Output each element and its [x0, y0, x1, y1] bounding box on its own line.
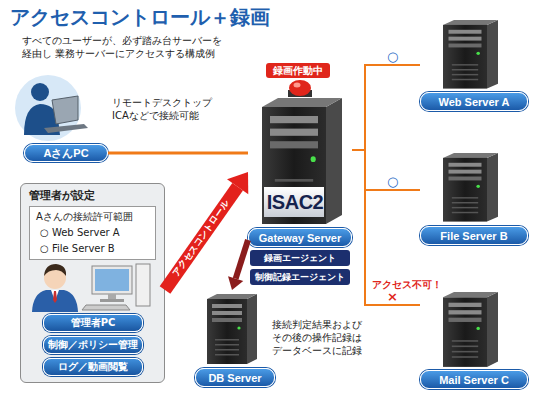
node-text: 録画エージェント — [250, 250, 350, 266]
node-text: Web Server A — [420, 92, 528, 111]
admin-shirt — [51, 290, 59, 301]
monitor-foot — [100, 299, 124, 302]
monitor-screen — [95, 269, 129, 291]
brand-logo: ISAC2 — [262, 189, 328, 215]
db-server-tower — [207, 294, 257, 364]
edge-label: ○ — [387, 174, 398, 189]
web-server-tower — [443, 20, 498, 89]
status-badge: 録画作動中 — [266, 63, 330, 78]
diagram-title: アクセスコントロール＋録画 — [10, 5, 270, 29]
monitor — [92, 266, 132, 294]
node-text: ○ Web Server A — [40, 226, 152, 240]
keyboard — [82, 305, 130, 310]
node-text: File Server B — [420, 226, 528, 245]
node-text: Mail Server C — [420, 370, 528, 389]
server-node: Web Server A — [420, 18, 528, 112]
agent-box: 制御記録エージェント — [250, 269, 350, 285]
menu-pill: 管理者PC — [43, 314, 143, 332]
node-text: Aさんの接続許可範囲 — [36, 210, 154, 224]
monitor-stand — [108, 294, 116, 299]
connector — [352, 65, 420, 150]
edge-label: ○ — [387, 49, 398, 64]
pc-node: AさんPC — [12, 76, 108, 164]
connector — [352, 150, 420, 305]
server-node: Mail Server C — [420, 288, 528, 390]
gateway-server: Gateway Server 録画エージェント制御記録エージェント — [248, 78, 352, 290]
connector-line — [352, 150, 420, 190]
mail-server-tower — [443, 292, 498, 367]
edge-label: アクセスコントロール — [171, 198, 232, 278]
connector — [352, 150, 420, 190]
connector — [228, 240, 248, 290]
connector-line — [236, 240, 248, 279]
connector-line — [352, 150, 420, 305]
admin-tie — [53, 291, 57, 303]
node-text: Gateway Server — [248, 228, 352, 247]
server-node: DB Server — [195, 290, 275, 388]
admin-face — [44, 267, 66, 289]
admin-suit — [32, 290, 78, 312]
node-text: ログ／動画閲覧 — [44, 359, 142, 375]
connector-line — [352, 65, 420, 150]
agent-box: 録画エージェント — [250, 250, 350, 266]
menu-pill: ログ／動画閲覧 — [43, 358, 143, 376]
edge-label: × — [387, 289, 398, 304]
note-text: リモートデスクトップ ICAなどで接続可能 — [112, 96, 218, 122]
user-illustration — [15, 75, 88, 141]
connector-line — [165, 187, 238, 290]
file-server-tower — [443, 153, 498, 222]
connector-line — [108, 152, 248, 155]
arrow-head — [228, 276, 243, 290]
node-text: 管理者PC — [44, 315, 142, 331]
node-text: 管理者が設定 — [29, 188, 159, 203]
node-text: AさんPC — [24, 144, 108, 162]
node-text: 制御記録エージェント — [250, 269, 350, 285]
admin-panel: 管理者が設定 Aさんの接続許可範囲 ○ Web Server A ○ File Ser… — [20, 183, 165, 383]
node-text: 制御／ポリシー管理 — [44, 337, 142, 353]
laptop-base — [44, 124, 88, 133]
camera-highlight — [294, 83, 301, 88]
user-head — [31, 83, 49, 101]
server-node: File Server B — [420, 150, 528, 244]
menu-pill: 制御／ポリシー管理 — [43, 336, 143, 354]
node-text: ○ File Server B — [40, 242, 152, 256]
gateway-tower — [262, 98, 342, 224]
diagram-caption: すべてのユーザーが、必ず踏み台サーバーを経由し 業務サーバーにアクセスする構成例 — [22, 34, 228, 60]
connector — [165, 172, 248, 290]
pc-tower — [136, 264, 150, 306]
node-text: DB Server — [195, 368, 275, 387]
admin-hair — [44, 264, 66, 276]
connector — [108, 153, 248, 154]
deny-text: アクセス不可！ — [372, 278, 442, 291]
arrow-head — [227, 172, 248, 194]
camera-dome — [289, 80, 311, 96]
laptop-screen — [52, 96, 78, 124]
note-text: 接続判定結果および その後の操作記録は データベースに記録 — [272, 318, 368, 357]
camera — [288, 80, 312, 97]
permission-box: Aさんの接続許可範囲 ○ Web Server A ○ File Server B — [29, 206, 156, 260]
